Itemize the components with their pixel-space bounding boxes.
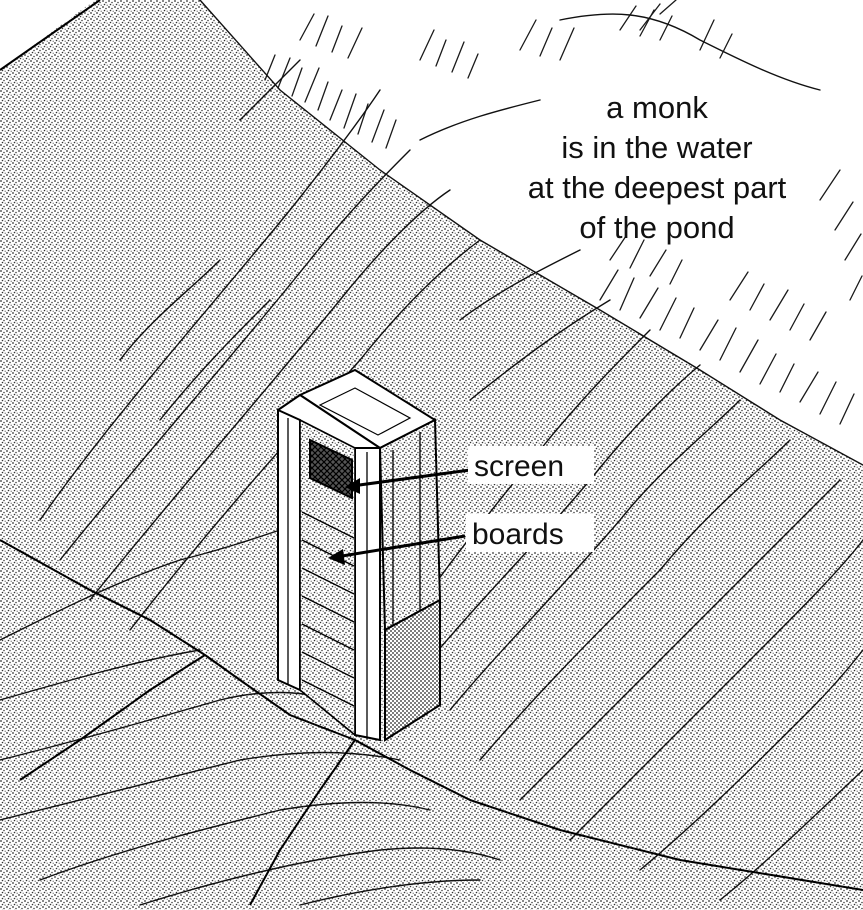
caption-line-1: a monk — [606, 90, 708, 125]
caption-line-3: at the deepest part — [528, 170, 787, 205]
boards-label: boards — [472, 518, 564, 551]
caption-line-2: is in the water — [561, 130, 752, 165]
caption-line-4: of the pond — [579, 210, 734, 245]
monk-structure — [278, 370, 440, 740]
screen-label: screen — [474, 450, 564, 483]
